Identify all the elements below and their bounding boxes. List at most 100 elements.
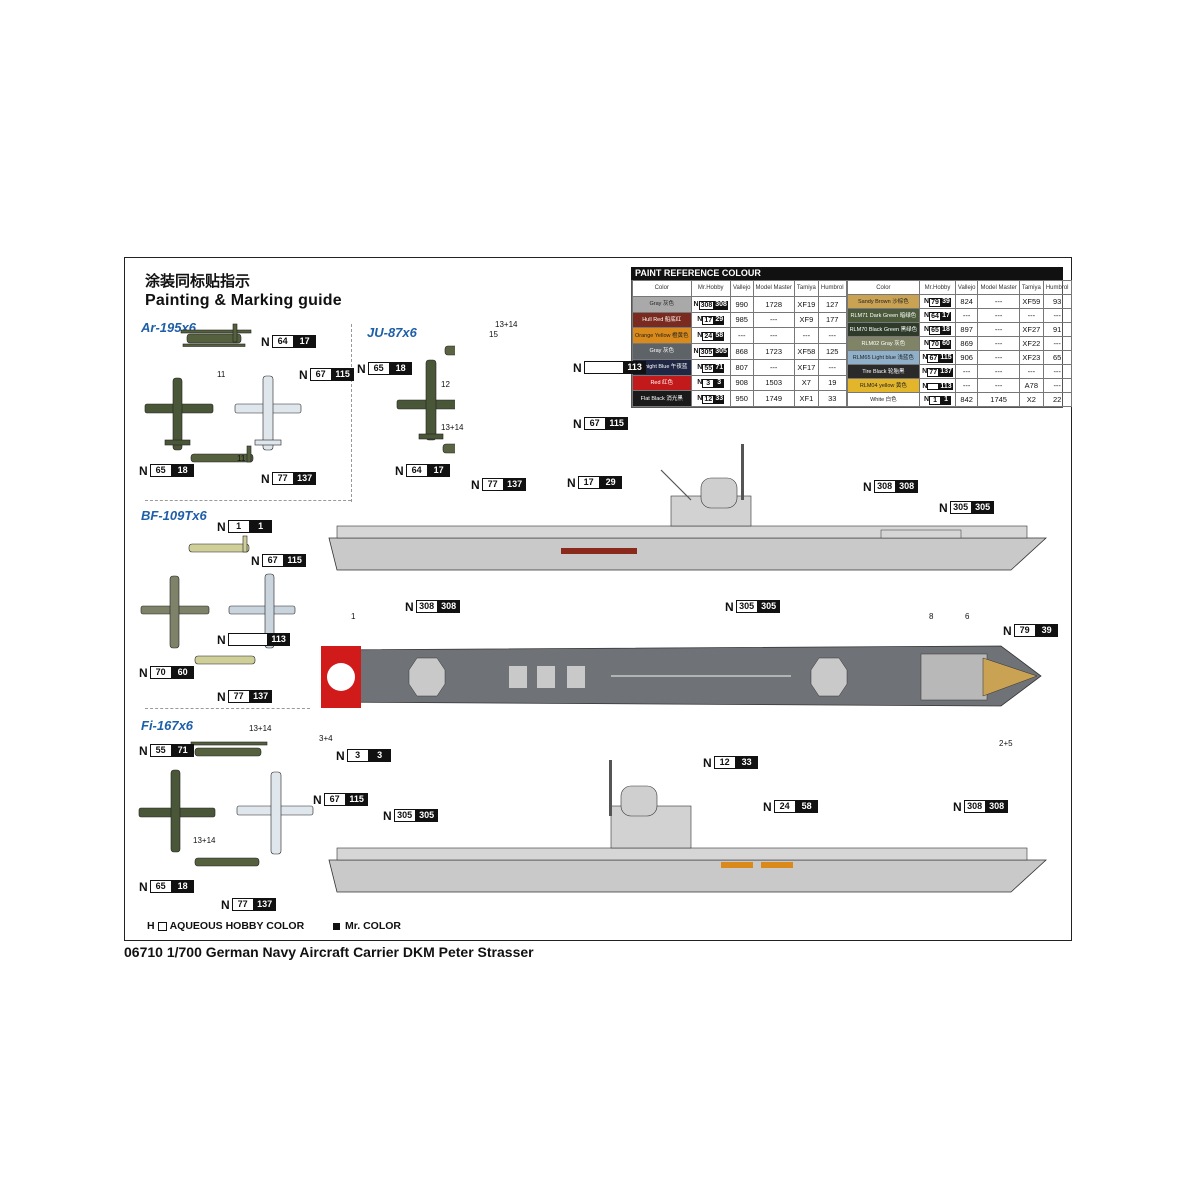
callout-8: 8 [929,612,934,621]
paint-mm-value: --- [977,294,1020,309]
paint-humbrol-value: 91 [1042,322,1072,337]
paint-humbrol-value: 19 [817,374,847,392]
ship-side-view-2 [328,760,1048,893]
ju87-top-view [396,359,455,441]
paint-vallejo-value: --- [954,378,979,393]
paint-vallejo-value: 985 [729,311,754,329]
paint-mm-value: --- [752,327,795,344]
paint-swatch: RLM04 yellow 黄色 [846,378,921,393]
paint-table-column-header: Color [632,280,692,297]
paint-mm-value: 1503 [752,374,795,392]
divider-vertical [351,324,352,502]
paint-humbrol-value: 93 [1042,294,1072,309]
paint-humbrol-value: --- [1042,364,1072,379]
ju87-side-view-top [444,345,455,356]
paint-tamiya-value: --- [793,327,819,344]
paint-table-column-header: Vallejo [729,280,754,297]
paint-vallejo-value: --- [954,308,979,323]
paint-table-column-header: Mr.Hobby [919,280,956,295]
fi167-top-view [138,769,216,853]
divider-horizontal-2 [145,708,310,709]
callout-2-5: 2+5 [999,739,1013,748]
paint-swatch: Tire Black 轮胎黑 [846,364,921,379]
ar195-side-view-2 [190,445,254,463]
paint-mm-value: 1728 [752,295,795,313]
bf109-side-view [188,535,250,553]
paint-swatch: Hull Red 船底红 [632,311,692,329]
paint-vallejo-value: 990 [729,295,754,313]
aircraft-title-bf109: BF-109Tx6 [141,508,207,523]
paint-humbrol-value: 33 [817,390,847,407]
paint-tamiya-value: XF58 [793,343,819,360]
paint-tamiya-value: XF27 [1018,322,1044,337]
paint-vallejo-value: --- [729,327,754,344]
legend-hobby: H AQUEOUS HOBBY COLOR [147,920,304,932]
paint-vallejo-value: 908 [729,374,754,392]
callout-1: 1 [351,612,356,621]
paint-tamiya-value: X2 [1018,392,1044,407]
ar195-bottom-view [234,375,302,451]
ship-flight-deck-top-view [321,645,1042,708]
paint-table-column-header: Color [846,280,921,295]
legend-mr-color: Mr. COLOR [333,920,401,932]
callout-12: 12 [441,380,450,389]
aircraft-title-fi167: Fi-167x6 [141,718,194,733]
paint-humbrol-value: 125 [817,343,847,360]
paint-swatch: Sandy Brown 沙棕色 [846,294,921,309]
paint-tamiya-value: XF23 [1018,350,1044,365]
paint-tamiya-value: X7 [793,374,819,392]
paint-vallejo-value: --- [954,364,979,379]
paint-humbrol-value: --- [817,358,847,376]
paint-table-column-header: Tamiya [1018,280,1044,295]
callout-6: 6 [965,612,970,621]
paint-tamiya-value: XF9 [793,311,819,329]
title-chinese: 涂装同标贴指示 [145,272,251,290]
bf109-bottom-view [228,573,296,649]
aircraft-drawings [138,323,455,867]
paint-mm-value: --- [977,322,1020,337]
ar195-side-view [180,323,252,347]
paint-mm-value: --- [977,336,1020,351]
paint-mm-value: --- [977,308,1020,323]
paint-table-column-header: Vallejo [954,280,979,295]
paint-humbrol-value: --- [1042,336,1072,351]
ship-drawings [321,444,1048,893]
callout-11: 11 [217,370,226,379]
fi167-side-view [190,741,268,757]
paint-swatch: White 白色 [846,392,921,407]
paint-humbrol-value: 177 [817,311,847,329]
